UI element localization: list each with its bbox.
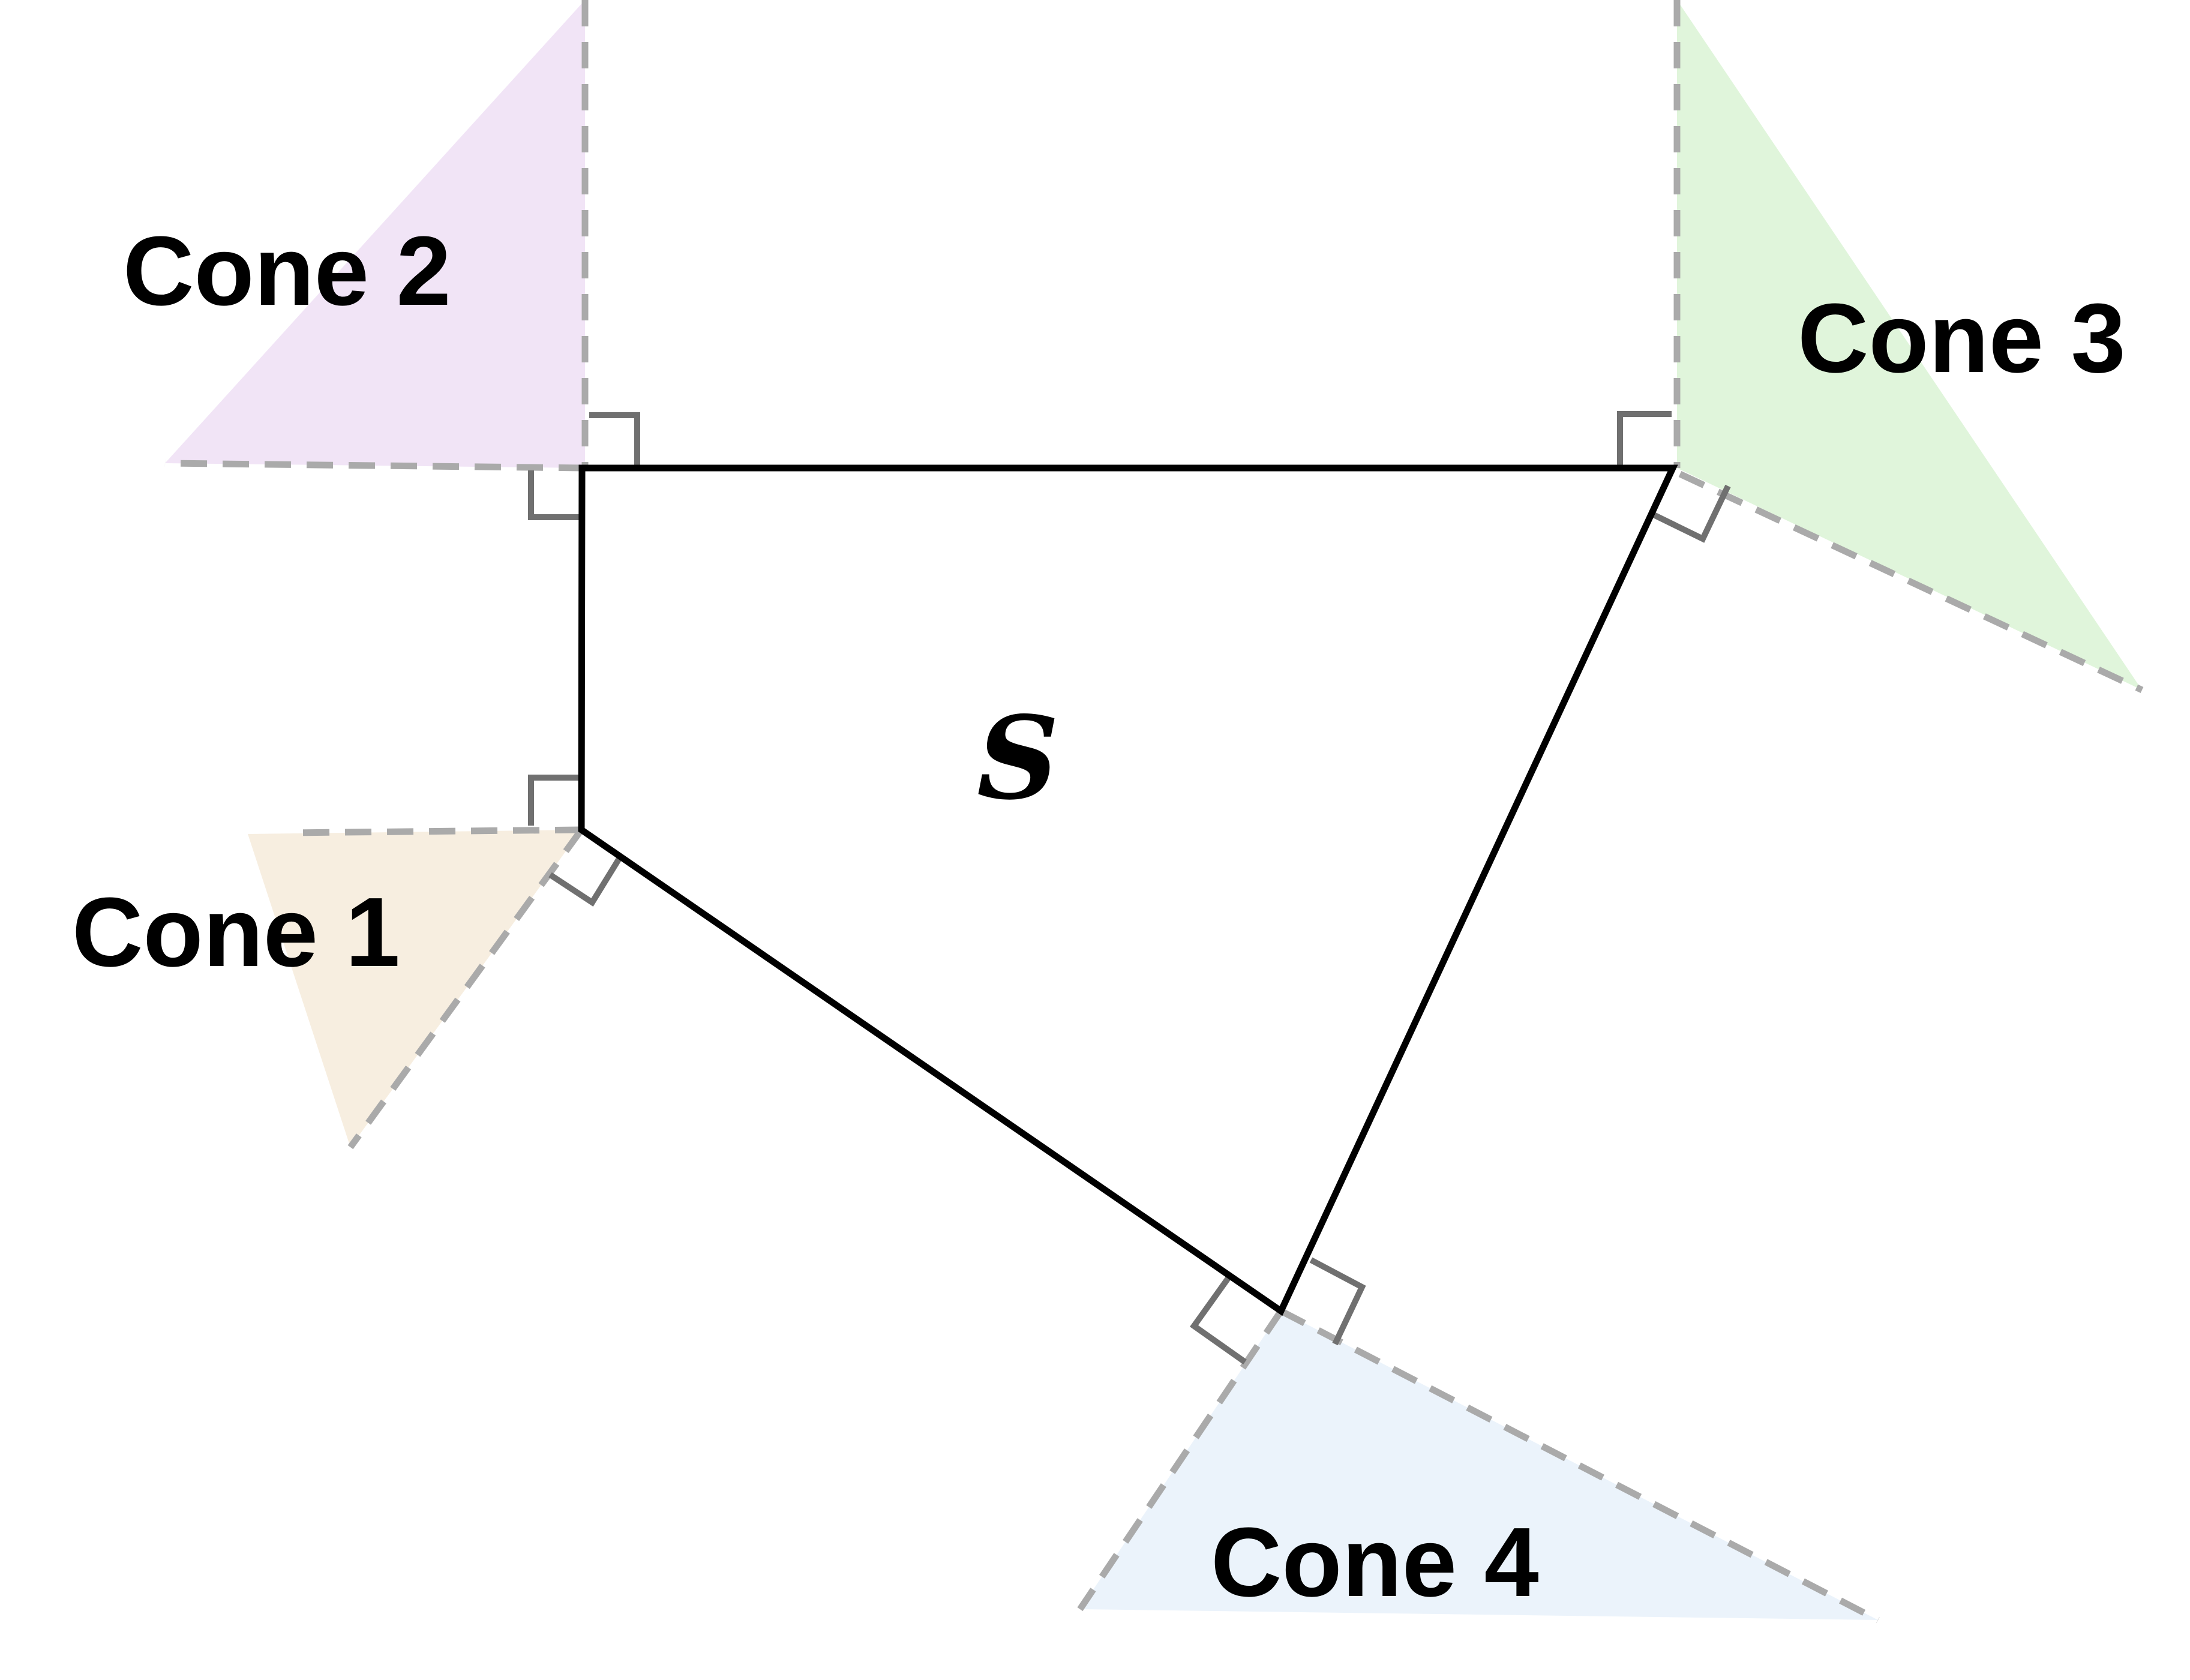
cone-4-boundary-left	[1077, 1309, 1284, 1612]
right-angle-marker	[589, 412, 640, 466]
right-angle-marker	[1649, 484, 1731, 543]
right-angle-marker	[1309, 1257, 1366, 1346]
cone-3-label: Cone 3	[1798, 283, 2126, 393]
cone-2-label: Cone 2	[123, 216, 451, 326]
cone-boundaries	[164, 0, 2144, 1623]
cone-4-label: Cone 4	[1211, 1507, 1539, 1617]
set-s-label: S	[977, 691, 1059, 825]
cone-regions	[165, 0, 2142, 1620]
set-s-polygon	[578, 464, 1678, 1316]
cone-3-region	[1677, 0, 2142, 690]
right-angle-marker	[1617, 411, 1672, 466]
cone-1-boundary-diagonal	[347, 827, 584, 1150]
right-angle-marker	[548, 854, 624, 907]
cone-2-region	[165, 0, 585, 468]
cone-3-boundary-diagonal	[1678, 471, 2144, 693]
labels: S Cone 2 Cone 3 Cone 1 Cone 4	[72, 216, 2126, 1617]
cone-4-boundary-right	[1279, 1308, 1880, 1623]
cone-2-boundary-horizontal	[164, 460, 586, 472]
cone-1-boundary-horizontal	[287, 826, 582, 836]
right-angle-marker	[1190, 1274, 1247, 1365]
cone-1-region	[248, 830, 581, 1147]
right-angle-marker	[528, 470, 581, 520]
cone-1-label: Cone 1	[72, 877, 400, 987]
right-angle-markers	[528, 411, 1731, 1365]
right-angle-marker	[528, 775, 581, 826]
cone-4-region	[1080, 1311, 1878, 1620]
